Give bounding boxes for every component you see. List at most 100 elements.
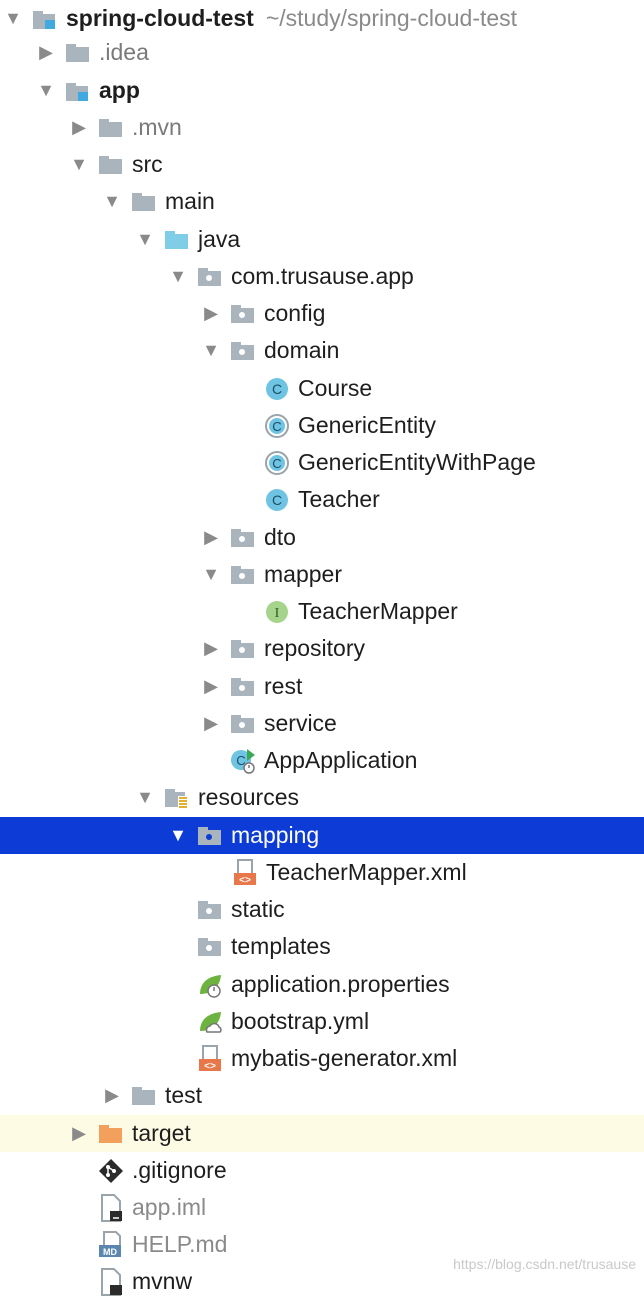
markdown-file-icon: MD (98, 1230, 124, 1258)
tree-item-label: app.iml (132, 1194, 207, 1220)
tree-item-templates[interactable]: templates (0, 928, 644, 965)
tree-item-generic-entity-with-page[interactable]: C GenericEntityWithPage (0, 444, 644, 481)
tree-item-gitignore[interactable]: .gitignore (0, 1152, 644, 1189)
tree-item-project-root[interactable]: ▼ spring-cloud-test ~/study/spring-cloud… (0, 0, 644, 37)
tree-item-label: HELP.md (132, 1231, 228, 1257)
tree-item-label: templates (231, 933, 331, 959)
chevron-down-icon[interactable]: ▼ (202, 340, 220, 360)
tree-item-main[interactable]: ▼ main (0, 183, 644, 220)
chevron-right-icon[interactable]: ▶ (39, 42, 53, 62)
project-root-path: ~/study/spring-cloud-test (265, 5, 518, 31)
module-folder-icon (65, 78, 91, 104)
chevron-right-icon[interactable]: ▶ (204, 303, 218, 323)
tree-item-mvn[interactable]: ▶ .mvn (0, 109, 644, 146)
tree-item-label: AppApplication (264, 747, 418, 773)
tree-item-teacher-mapper[interactable]: I TeacherMapper (0, 593, 644, 630)
tree-item-label: test (165, 1082, 203, 1108)
chevron-down-icon[interactable]: ▼ (169, 266, 187, 286)
tree-item-label: TeacherMapper (298, 598, 458, 624)
module-folder-icon (32, 6, 58, 32)
tree-item-label: com.trusause.app (231, 263, 414, 289)
abstract-class-icon: C (264, 413, 290, 439)
chevron-down-icon[interactable]: ▼ (136, 787, 154, 807)
tree-item-application-properties[interactable]: application.properties (0, 966, 644, 1003)
tree-item-label: resources (198, 784, 299, 810)
tree-item-test[interactable]: ▶ test (0, 1077, 644, 1114)
tree-item-app-iml[interactable]: app.iml (0, 1189, 644, 1226)
spring-cloud-config-icon (197, 1009, 223, 1035)
tree-item-bootstrap-yml[interactable]: bootstrap.yml (0, 1003, 644, 1040)
tree-item-label: .idea (99, 39, 149, 65)
project-root-label: spring-cloud-test (66, 5, 254, 31)
tree-item-label: app (99, 77, 140, 103)
chevron-down-icon[interactable]: ▼ (169, 825, 187, 845)
folder-icon (131, 1083, 157, 1109)
package-icon (230, 562, 256, 588)
chevron-right-icon[interactable]: ▶ (204, 638, 218, 658)
tree-item-mapping[interactable]: ▼ mapping (0, 817, 644, 854)
tree-item-teacher-mapper-xml[interactable]: <> TeacherMapper.xml (0, 854, 644, 891)
tree-item-label: mvnw (132, 1268, 193, 1294)
chevron-right-icon[interactable]: ▶ (204, 676, 218, 696)
excluded-folder-icon (98, 1121, 124, 1147)
chevron-down-icon[interactable]: ▼ (4, 8, 22, 28)
tree-item-label: static (231, 896, 285, 922)
chevron-down-icon[interactable]: ▼ (103, 191, 121, 211)
tree-item-src[interactable]: ▼ src (0, 146, 644, 183)
folder-icon (65, 40, 91, 66)
xml-file-icon: <> (232, 858, 258, 887)
tree-item-repository[interactable]: ▶ repository (0, 630, 644, 667)
svg-text:<>: <> (239, 876, 251, 887)
tree-item-label: dto (264, 524, 296, 550)
tree-item-generic-entity[interactable]: C GenericEntity (0, 407, 644, 444)
xml-file-icon: <> (197, 1044, 223, 1073)
chevron-down-icon[interactable]: ▼ (202, 564, 220, 584)
package-icon (197, 897, 223, 923)
chevron-right-icon[interactable]: ▶ (72, 1123, 86, 1143)
svg-text:MD: MD (103, 1247, 117, 1257)
interface-icon: I (264, 599, 290, 625)
tree-item-target[interactable]: ▶ target (0, 1115, 644, 1152)
tree-item-label: bootstrap.yml (231, 1008, 370, 1034)
tree-item-static[interactable]: static (0, 891, 644, 928)
tree-item-package[interactable]: ▼ com.trusause.app (0, 258, 644, 295)
tree-item-label: Course (298, 375, 373, 401)
class-icon: C (264, 376, 290, 402)
tree-item-idea[interactable]: ▶ .idea (0, 34, 644, 71)
chevron-right-icon[interactable]: ▶ (204, 713, 218, 733)
tree-item-app-application[interactable]: C AppApplication (0, 742, 644, 779)
tree-item-domain[interactable]: ▼ domain (0, 332, 644, 369)
tree-item-resources[interactable]: ▼ resources (0, 779, 644, 816)
tree-item-label: application.properties (231, 971, 450, 997)
tree-item-label: repository (264, 635, 365, 661)
package-icon (197, 823, 223, 849)
tree-item-help-md[interactable]: MD HELP.md (0, 1226, 644, 1263)
tree-item-mapper[interactable]: ▼ mapper (0, 556, 644, 593)
chevron-down-icon[interactable]: ▼ (37, 80, 55, 100)
package-icon (230, 338, 256, 364)
tree-item-mybatis-generator-xml[interactable]: <> mybatis-generator.xml (0, 1040, 644, 1077)
chevron-down-icon[interactable]: ▼ (136, 229, 154, 249)
chevron-right-icon[interactable]: ▶ (72, 117, 86, 137)
tree-item-service[interactable]: ▶ service (0, 705, 644, 742)
chevron-right-icon[interactable]: ▶ (105, 1085, 119, 1105)
tree-item-rest[interactable]: ▶ rest (0, 668, 644, 705)
tree-item-teacher[interactable]: C Teacher (0, 481, 644, 518)
tree-item-label: service (264, 710, 337, 736)
chevron-right-icon[interactable]: ▶ (204, 527, 218, 547)
tree-item-label: .gitignore (132, 1157, 227, 1183)
tree-item-label: config (264, 300, 326, 326)
watermark: https://blog.csdn.net/trusause (453, 1256, 636, 1272)
svg-text:C: C (272, 419, 281, 434)
tree-item-dto[interactable]: ▶ dto (0, 519, 644, 556)
tree-item-label: src (132, 151, 163, 177)
tree-item-config[interactable]: ▶ config (0, 295, 644, 332)
folder-icon (98, 115, 124, 141)
tree-item-app[interactable]: ▼ app (0, 72, 644, 109)
tree-item-course[interactable]: C Course (0, 370, 644, 407)
chevron-down-icon[interactable]: ▼ (70, 154, 88, 174)
tree-item-label: mybatis-generator.xml (231, 1045, 458, 1071)
tree-item-java[interactable]: ▼ java (0, 221, 644, 258)
package-icon (230, 636, 256, 662)
svg-text:C: C (272, 456, 281, 471)
